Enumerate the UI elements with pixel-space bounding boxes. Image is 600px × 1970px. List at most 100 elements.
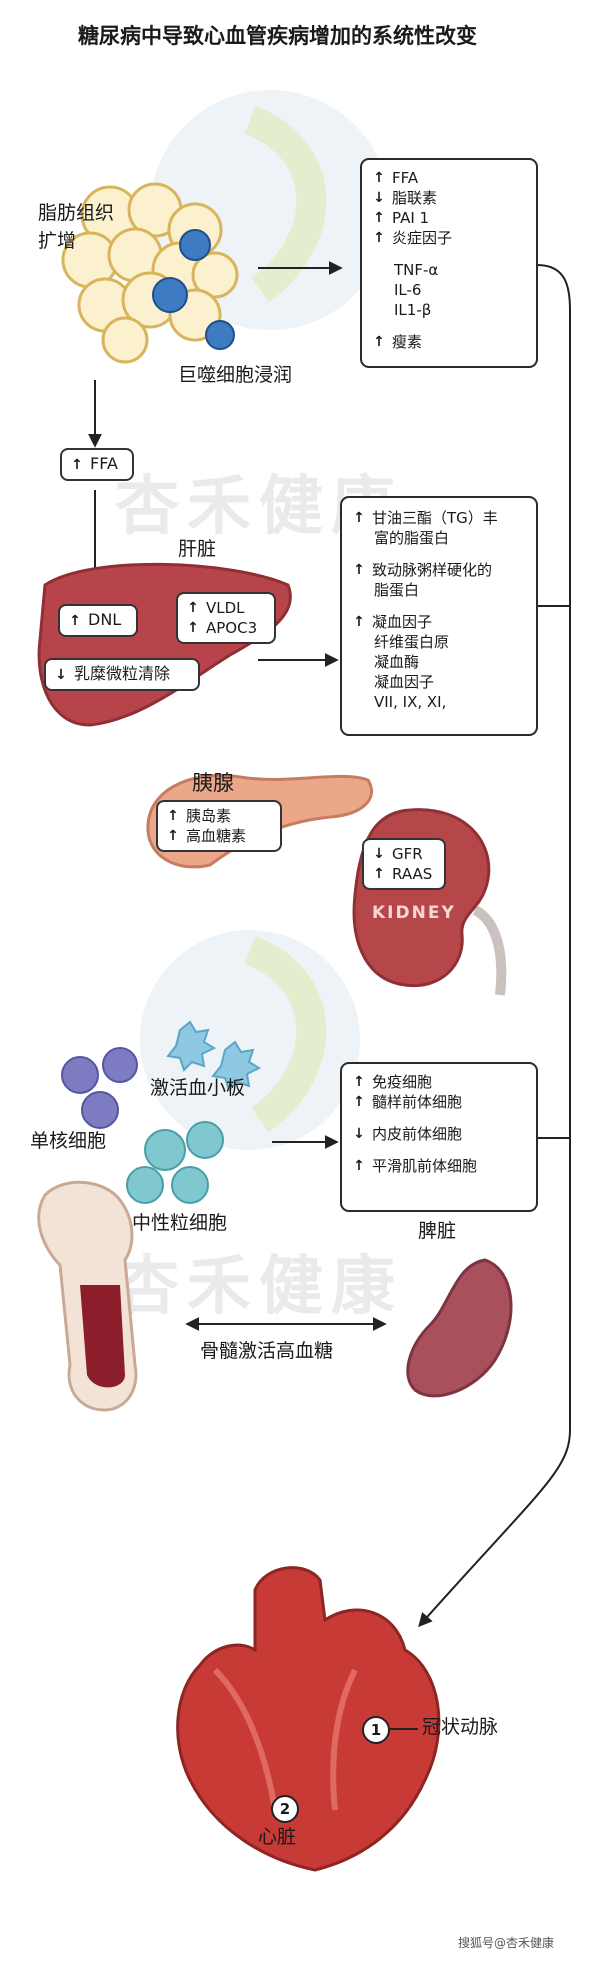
effect-row: ↓内皮前体细胞 [352, 1124, 526, 1144]
effect-row: ↑ 甘油三酯（TG）丰 [352, 508, 526, 528]
effect-text: 瘦素 [392, 333, 423, 351]
monocyte-label: 单核细胞 [30, 1130, 107, 1152]
trunk-arrow-to-heart [418, 264, 571, 1628]
effect-text: 凝血因子 [372, 613, 433, 631]
liver-effects-box: ↑甘油三酯（TG）丰富的脂蛋白↑致动脉粥样硬化的脂蛋白↑凝血因子纤维蛋白原凝血酶… [340, 496, 538, 736]
effect-row: 凝血酶 [352, 652, 526, 672]
vldl-label: VLDL [206, 599, 245, 617]
bg-leaf-mid [244, 935, 327, 1133]
up-arrow-icon: ↑ [353, 1094, 365, 1110]
ffa-label: FFA [90, 454, 118, 473]
effect-row: ↑ 髓样前体细胞 [352, 1092, 526, 1112]
effect-row: ↑ 致动脉粥样硬化的 [352, 560, 526, 580]
up-arrow-icon: ↑ [373, 230, 385, 246]
blood-cells-illustration [61, 1020, 262, 1204]
effect-row: 富的脂蛋白 [352, 528, 526, 548]
neutrophil-label: 中性粒细胞 [132, 1212, 228, 1234]
effect-text: IL-6 [394, 281, 422, 299]
effect-text: VII, IX, XI, [374, 693, 447, 711]
raas-label: RAAS [392, 865, 433, 883]
watermark-lower: 杏禾健康 [115, 1250, 403, 1324]
up-arrow-icon: ↑ [71, 457, 83, 473]
up-arrow-icon: ↑ [69, 613, 81, 629]
effect-text: 纤维蛋白原 [374, 633, 450, 651]
heart-number-badge: 2 [271, 1795, 299, 1823]
effect-text: 凝血因子 [374, 673, 435, 691]
effect-text: 脂联素 [392, 189, 438, 207]
dnl-pill: ↑DNL [58, 604, 138, 637]
coronary-number-badge: 1 [362, 1716, 390, 1744]
effect-text: 脂蛋白 [374, 581, 420, 599]
liver-effects-list: ↑甘油三酯（TG）丰富的脂蛋白↑致动脉粥样硬化的脂蛋白↑凝血因子纤维蛋白原凝血酶… [352, 508, 526, 712]
insulin-label: 胰岛素 [186, 807, 232, 825]
up-arrow-icon: ↑ [373, 866, 385, 882]
effect-text: 免疫细胞 [372, 1073, 433, 1091]
pancreas-pill: ↑胰岛素 ↑高血糖素 [156, 800, 282, 852]
effect-row: ↑免疫细胞 [352, 1072, 526, 1092]
diagram-title: 糖尿病中导致心血管疾病增加的系统性改变 [78, 24, 477, 48]
effect-text: 凝血酶 [374, 653, 420, 671]
up-arrow-icon: ↑ [373, 210, 385, 226]
spleen-label: 脾脏 [418, 1220, 457, 1242]
effect-row: IL-6 [372, 280, 526, 300]
platelet-label: 激活血小板 [150, 1077, 246, 1099]
up-arrow-icon: ↑ [373, 170, 385, 186]
effect-text: PAI 1 [392, 209, 430, 227]
up-arrow-icon: ↑ [353, 510, 365, 526]
effect-text: TNF-α [394, 261, 439, 279]
effect-text: FFA [392, 169, 419, 187]
effect-text: 内皮前体细胞 [372, 1125, 463, 1143]
adipose-tissue-illustration [61, 182, 239, 364]
kidney-label: KIDNEY [372, 903, 456, 923]
immune-effects-list: ↑免疫细胞 ↑ 髓样前体细胞 ↓内皮前体细胞 ↑ 平滑肌前体细胞 [352, 1072, 526, 1176]
effect-row: IL1-β [372, 300, 526, 320]
effect-text: IL1-β [394, 301, 432, 319]
effect-text: 髓样前体细胞 [372, 1093, 463, 1111]
adipose-label-line1: 脂肪组织 [38, 202, 115, 224]
effect-row: TNF-α [372, 260, 526, 280]
effect-row: 脂蛋白 [352, 580, 526, 600]
effect-row: 纤维蛋白原 [352, 632, 526, 652]
effect-row: ↑ 瘦素 [372, 332, 526, 352]
effect-text: 甘油三酯（TG）丰 [372, 509, 498, 527]
up-arrow-icon: ↑ [187, 600, 199, 616]
pancreas-label: 胰腺 [192, 771, 234, 795]
up-arrow-icon: ↑ [373, 334, 385, 350]
effect-text: 致动脉粥样硬化的 [372, 561, 493, 579]
effect-row: VII, IX, XI, [352, 692, 526, 712]
effect-row: ↑炎症因子 [372, 228, 526, 248]
effect-row: 凝血因子 [352, 672, 526, 692]
coronary-leader-line [388, 1728, 418, 1730]
kidney-pill: ↓GFR ↑RAAS [362, 838, 446, 890]
up-arrow-icon: ↑ [167, 828, 179, 844]
effect-row: ↑ FFA [372, 168, 526, 188]
marrow-label: 骨髓激活高血糖 [200, 1340, 334, 1362]
down-arrow-icon: ↓ [373, 846, 385, 862]
down-arrow-icon: ↓ [55, 667, 67, 683]
apoc3-label: APOC3 [206, 619, 258, 637]
ffa-pill: ↑ FFA [60, 448, 134, 481]
effect-row: ↑ 平滑肌前体细胞 [352, 1156, 526, 1176]
effect-text: 平滑肌前体细胞 [372, 1157, 478, 1175]
bone-marrow-illustration [37, 1180, 138, 1412]
heart-illustration [176, 1566, 441, 1872]
adipose-label-line2: 扩增 [38, 230, 77, 252]
glucagon-label: 高血糖素 [186, 827, 247, 845]
heart-label: 心脏 [258, 1826, 297, 1848]
liver-illustration [37, 562, 292, 727]
up-arrow-icon: ↑ [353, 562, 365, 578]
vldl-pill: ↑ VLDL ↑ APOC3 [176, 592, 276, 644]
effect-row: ↓脂联素 [372, 188, 526, 208]
chylomicron-pill: ↓乳糜微粒清除 [44, 658, 200, 691]
effect-row: ↑ PAI 1 [372, 208, 526, 228]
up-arrow-icon: ↑ [187, 620, 199, 636]
bg-leaf-top [244, 105, 327, 303]
up-arrow-icon: ↑ [353, 1158, 365, 1174]
macrophage-label: 巨噬细胞浸润 [178, 364, 293, 386]
liver-label: 肝脏 [178, 538, 217, 560]
coronary-label: 冠状动脉 [422, 1716, 499, 1738]
spleen-illustration [406, 1258, 513, 1398]
